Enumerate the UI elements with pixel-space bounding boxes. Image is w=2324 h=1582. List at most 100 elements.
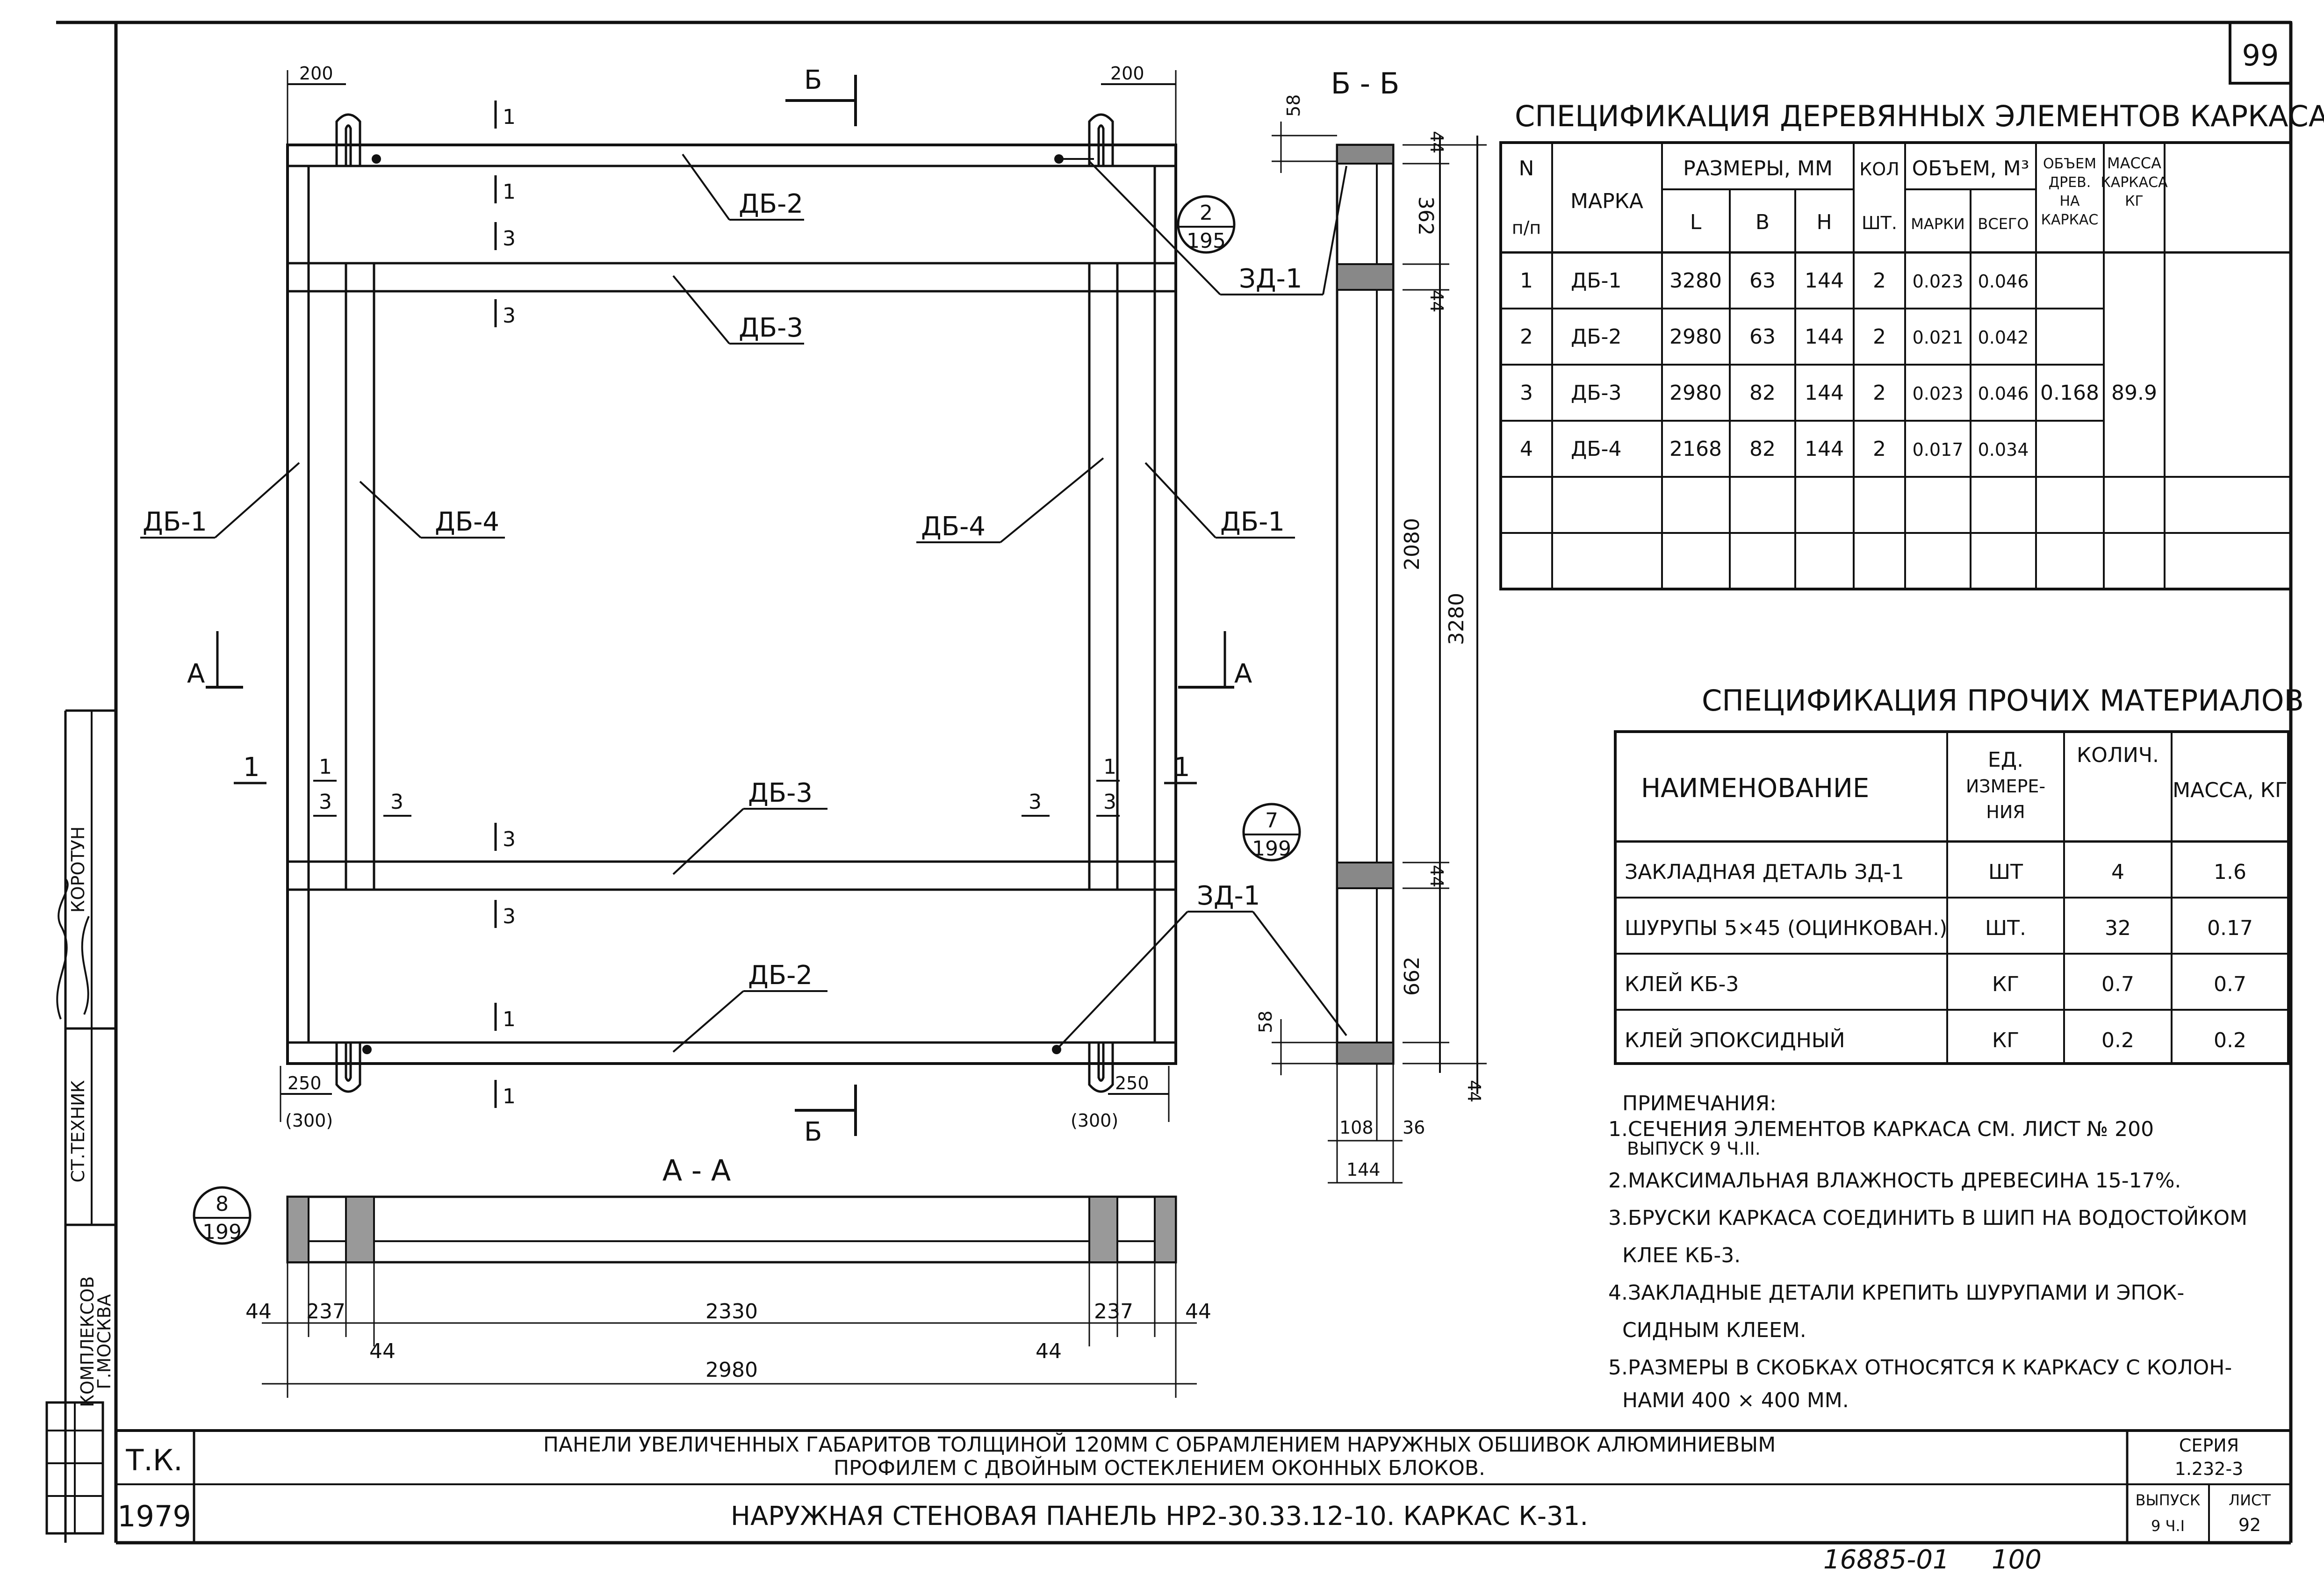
cut-marks-horizontal: 1 1 3 3 3 1 3 1 — [234, 752, 1197, 817]
other-r2-mass: 0.17 — [2207, 916, 2253, 940]
stamp-title-line1: ПАНЕЛИ УВЕЛИЧЕННЫХ ГАБАРИТОВ ТОЛЩИНОЙ 12… — [543, 1432, 1776, 1457]
wood-r2-vm: 0.021 — [1913, 327, 1964, 348]
wood-r2-n: 2 — [1520, 325, 1533, 349]
bb-dim-2080: 2080 — [1400, 518, 1424, 570]
wood-r1-l: 3280 — [1669, 269, 1722, 293]
other-hdr-qty: КОЛИЧ. — [2077, 743, 2159, 767]
wood-r3-b: 82 — [1749, 381, 1776, 405]
sidebar-city: Г.МОСКВА — [94, 1294, 115, 1389]
cut-h-1-l2: 1 — [319, 755, 332, 779]
bb-dim-44-b: 44 — [1426, 290, 1447, 312]
wood-r4-h: 144 — [1805, 437, 1844, 461]
sidebar-org: КОМПЛЕКСОВ — [77, 1276, 98, 1407]
wood-hdr-vol-mark: МАРКИ — [1911, 215, 1964, 233]
stamp-title-main: НАРУЖНАЯ СТЕНОВАЯ ПАНЕЛЬ НР2-30.33.12-10… — [731, 1501, 1588, 1532]
bb-dim-44-c: 44 — [1426, 865, 1447, 887]
detail-ref-2-195: 2 195 ЗД-1 — [1088, 160, 1347, 295]
note-line-4: 3.БРУСКИ КАРКАСА СОЕДИНИТЬ В ШИП НА ВОДО… — [1608, 1205, 2247, 1230]
section-aa-title: А - А — [662, 1153, 731, 1187]
section-bb-title: Б - Б — [1331, 66, 1400, 101]
wood-r4-n: 4 — [1520, 437, 1533, 461]
other-r3-mass: 0.7 — [2214, 972, 2246, 996]
wood-hdr-vf4: КАРКАС — [2041, 212, 2099, 228]
table-row: 4 ДБ-4 2168 82 144 2 0.017 0.034 — [1520, 437, 2029, 461]
wood-hdr-mark: МАРКА — [1570, 189, 1643, 213]
wood-r1-b: 63 — [1749, 269, 1776, 293]
wood-r1-vt: 0.046 — [1978, 271, 2029, 292]
section-b-markers: Б Б — [785, 65, 857, 1147]
stamp-year: 1979 — [117, 1499, 191, 1533]
wood-r4-qty: 2 — [1873, 437, 1886, 461]
aa-dim-44-left: 44 — [245, 1300, 272, 1323]
title-block: Т.К. 1979 ПАНЕЛИ УВЕЛИЧЕННЫХ ГАБАРИТОВ Т… — [116, 1429, 2291, 1543]
other-r1-qty: 4 — [2111, 860, 2124, 884]
bb-dim-58-top: 58 — [1283, 94, 1304, 117]
wood-hdr-num2: п/п — [1512, 217, 1541, 238]
label-db4-right: ДБ-4 — [921, 511, 986, 542]
table-row: 3 ДБ-3 2980 82 144 2 0.023 0.046 — [1520, 381, 2029, 405]
wood-r2-vt: 0.042 — [1978, 327, 2029, 348]
cut-h-1-left: 1 — [243, 752, 260, 783]
sidebar-name: КОРОТУН — [68, 827, 88, 913]
bb-dim-3280: 3280 — [1445, 593, 1468, 645]
wood-hdr-qty2: ШТ. — [1862, 213, 1897, 233]
page-number: 99 — [2242, 38, 2279, 72]
note-line-6: 4.ЗАКЛАДНЫЕ ДЕТАЛИ КРЕПИТЬ ШУРУПАМИ И ЭП… — [1608, 1281, 2184, 1305]
other-r4-unit: КГ — [1992, 1028, 2019, 1052]
dim-250-left: 250 — [288, 1073, 322, 1093]
wood-hdr-h: H — [1816, 210, 1832, 234]
other-r1-unit: ШТ — [1988, 860, 2023, 884]
other-r2-name: ШУРУПЫ 5×45 (ОЦИНКОВАН.) — [1625, 916, 1947, 940]
section-bb: Б - Б 44 362 44 2080 3280 44 662 44 58 5 — [1255, 66, 1487, 1184]
section-a-right: А — [1234, 659, 1252, 689]
label-db4-left: ДБ-4 — [435, 507, 499, 537]
label-db2-bottom: ДБ-2 — [748, 960, 813, 991]
wood-r1-h: 144 — [1805, 269, 1844, 293]
other-hdr-unit3: НИЯ — [1986, 802, 2025, 822]
stamp-issue-label: ВЫПУСК — [2136, 1491, 2201, 1509]
aa-dim-44-right: 44 — [1185, 1300, 1211, 1323]
bb-dim-36: 36 — [1403, 1117, 1425, 1138]
table-row: КЛЕЙ ЭПОКСИДНЫЙ КГ 0.2 0.2 — [1625, 1028, 2246, 1052]
inventory-mark: 16885-01 100 — [1823, 1545, 2042, 1575]
note-line-3: 2.МАКСИМАЛЬНАЯ ВЛАЖНОСТЬ ДРЕВЕСИНА 15-17… — [1608, 1169, 2181, 1193]
cut-3-c: 3 — [503, 827, 516, 851]
cut-3-a: 3 — [503, 227, 516, 251]
section-a-left: А — [187, 659, 205, 689]
section-b-bottom: Б — [804, 1117, 822, 1147]
wood-spec-table: СПЕЦИФИКАЦИЯ ДЕРЕВЯННЫХ ЭЛЕМЕНТОВ КАРКАС… — [1499, 99, 2324, 590]
wood-hdr-vf3: НА — [2059, 193, 2080, 209]
wood-hdr-qty: КОЛ — [1859, 159, 1899, 180]
wood-hdr-l: L — [1690, 210, 1702, 234]
stamp-series-label: СЕРИЯ — [2179, 1435, 2239, 1456]
cut-1-b: 1 — [503, 180, 516, 204]
other-r2-unit: ШТ. — [1985, 916, 2026, 940]
inventory-number: 16885-01 — [1823, 1545, 1950, 1575]
wood-r2-qty: 2 — [1873, 325, 1886, 349]
wood-r3-vt: 0.046 — [1978, 383, 2029, 404]
other-spec-table: СПЕЦИФИКАЦИЯ ПРОЧИХ МАТЕРИАЛОВ НАИМЕНОВА… — [1614, 683, 2304, 1065]
note-line-5: КЛЕЕ КБ-3. — [1622, 1244, 1741, 1267]
cut-1-a: 1 — [503, 105, 516, 129]
logo-mark — [45, 1401, 104, 1535]
other-r1-name: ЗАКЛАДНАЯ ДЕТАЛЬ ЗД-1 — [1625, 860, 1904, 884]
dim-200-left: 200 — [299, 63, 333, 84]
bb-dim-144: 144 — [1346, 1159, 1381, 1180]
stamp-issue-value: 9 Ч.I — [2151, 1517, 2185, 1535]
wood-r1-mark: ДБ-1 — [1571, 269, 1621, 293]
ref-8-199-bot: 199 — [202, 1220, 242, 1244]
aa-dim-44-inner-right: 44 — [1036, 1339, 1062, 1363]
section-aa: А - А 44 237 2330 44 44 237 44 2980 — [245, 1153, 1211, 1398]
label-db1-left: ДБ-1 — [143, 507, 207, 537]
cut-h-3-l3: 3 — [390, 790, 403, 814]
aa-dim-44-inner-left: 44 — [369, 1339, 396, 1363]
cut-h-3-l2: 3 — [319, 790, 332, 814]
wood-hdr-volume: ОБЪЕМ, М³ — [1912, 157, 2029, 180]
aa-dim-2330: 2330 — [705, 1300, 758, 1323]
bb-dim-362: 362 — [1414, 196, 1438, 236]
ref-7-199-bot: 199 — [1252, 837, 1291, 861]
wood-vol-frame: 0.168 — [2040, 381, 2099, 405]
other-r3-name: КЛЕЙ КБ-3 — [1625, 971, 1739, 996]
ref-2-195-bot: 195 — [1187, 229, 1226, 253]
other-hdr-unit1: ЕД. — [1988, 748, 2023, 772]
